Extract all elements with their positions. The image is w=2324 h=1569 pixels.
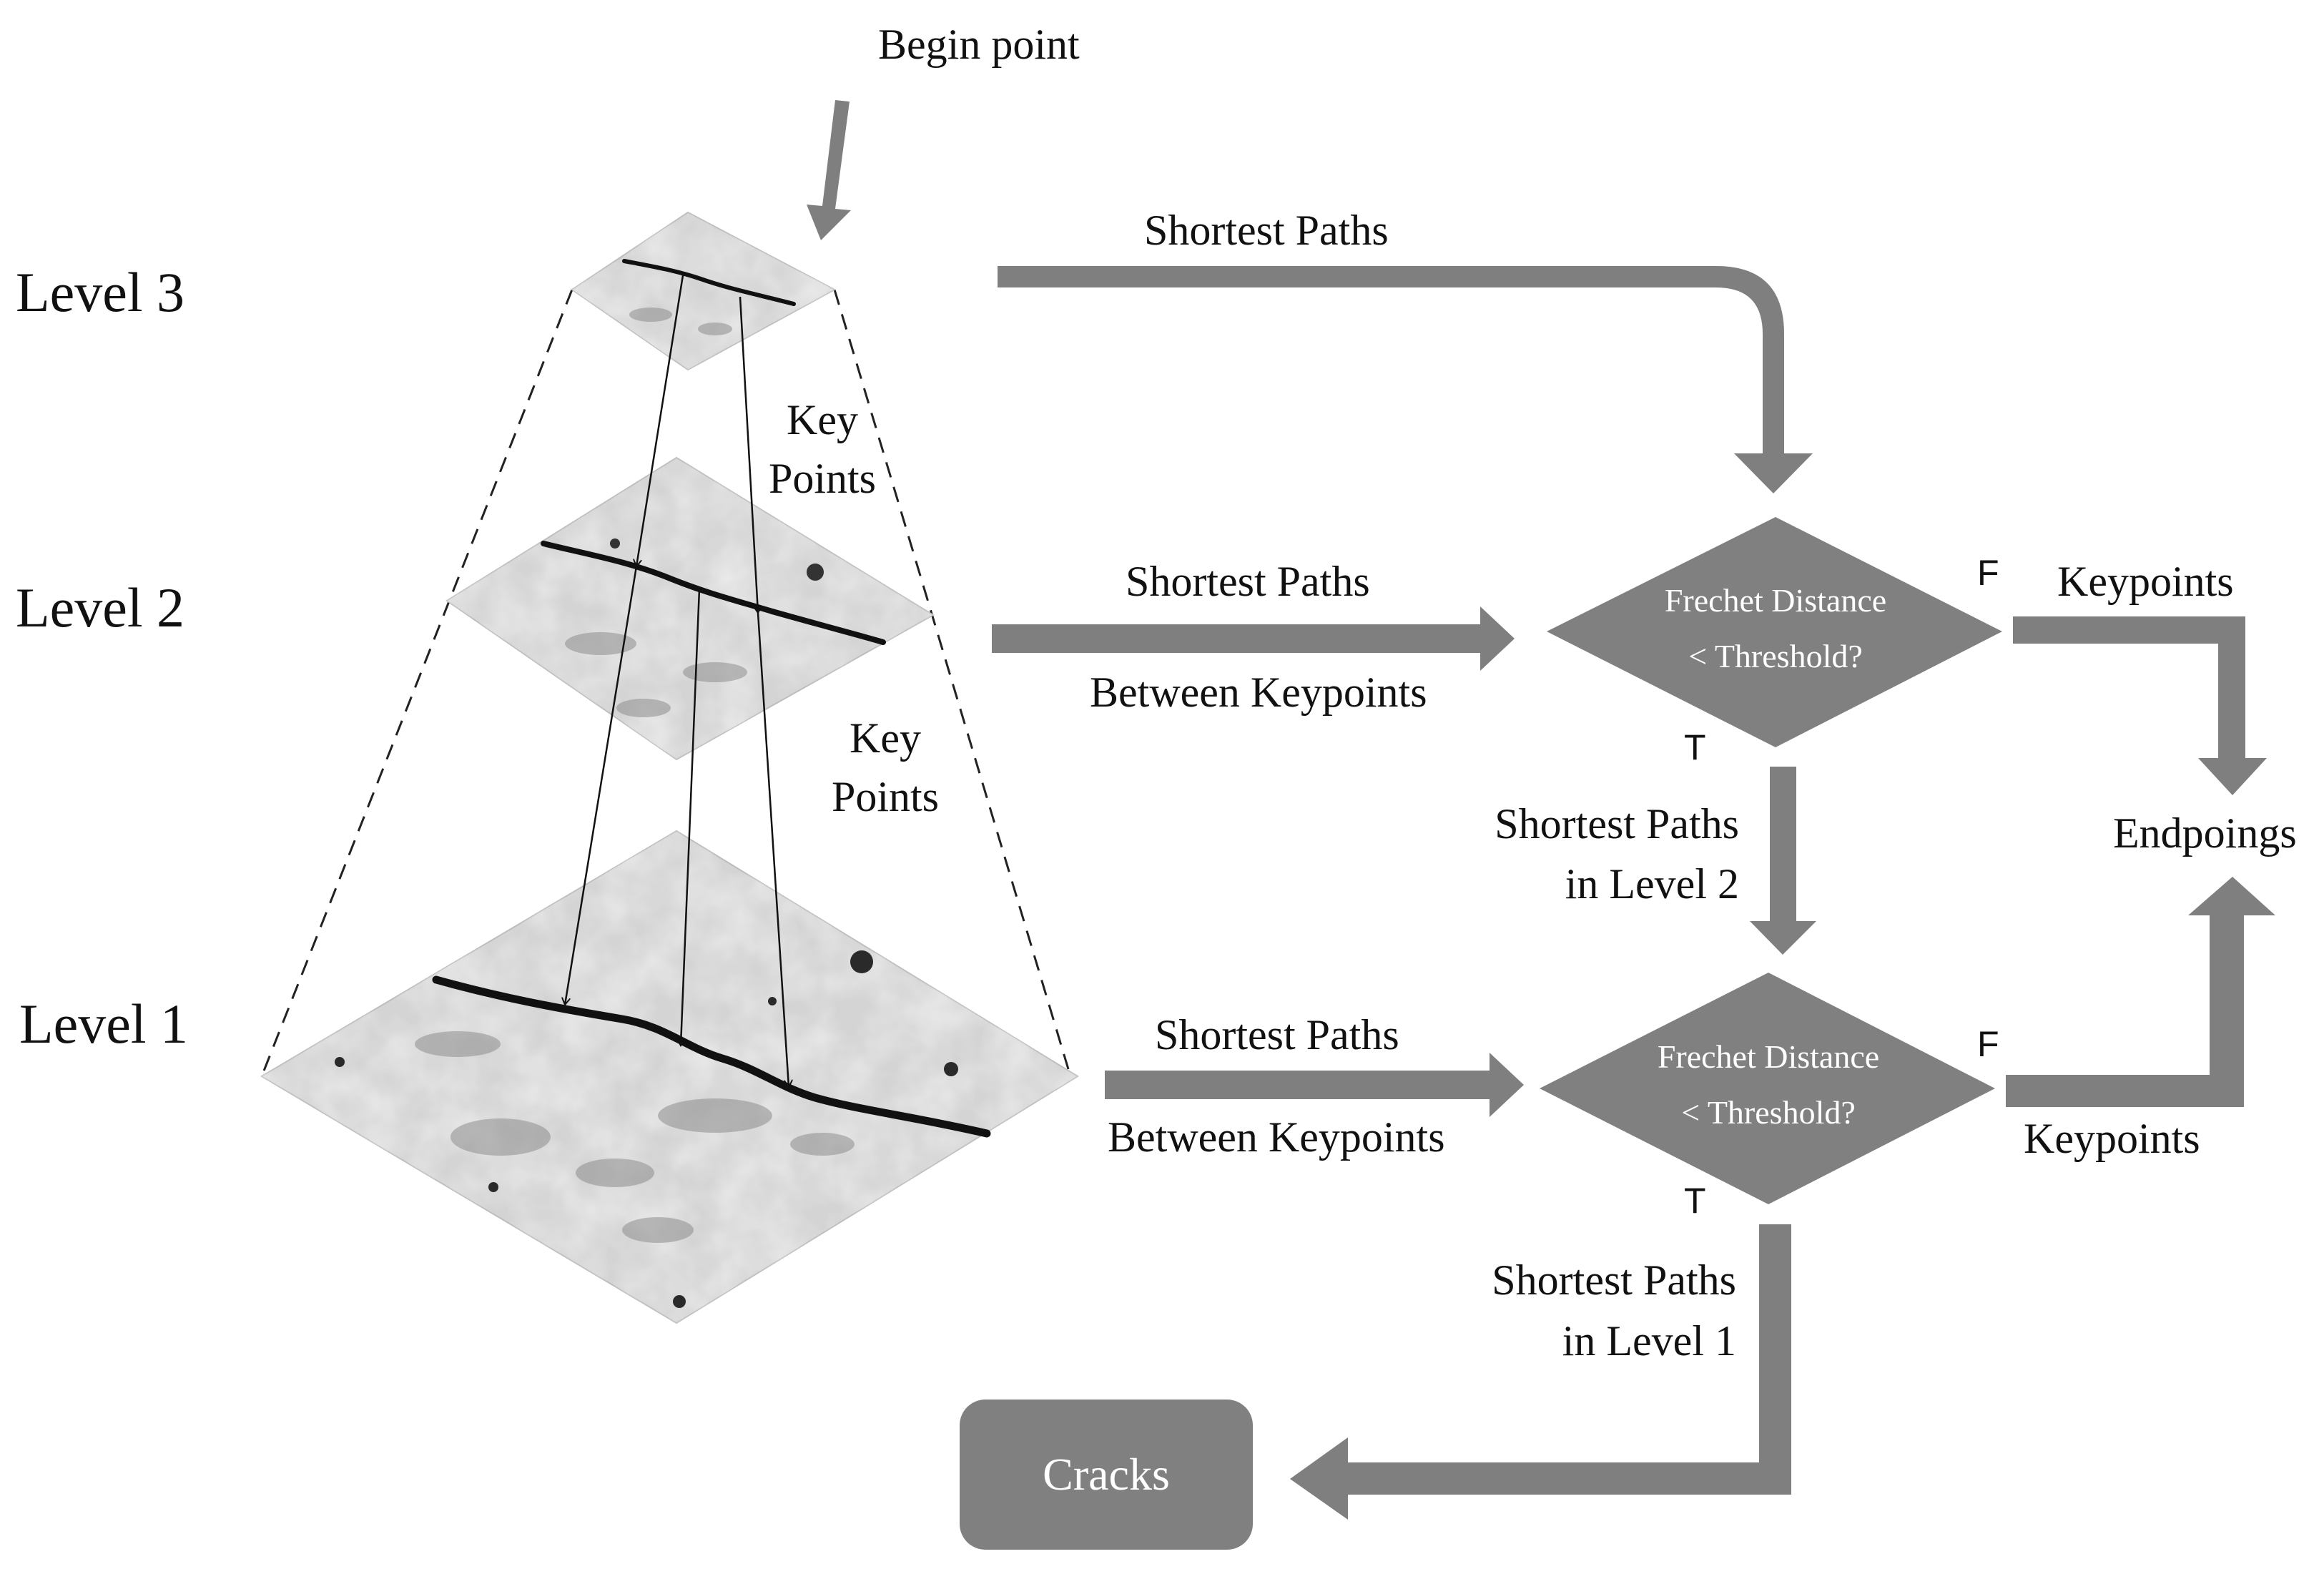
level3-label: Level 3 bbox=[16, 261, 184, 323]
down-arrow-level1 bbox=[1290, 1224, 1791, 1520]
projection-line bbox=[636, 275, 684, 566]
projection-line bbox=[681, 588, 701, 1046]
down-level2-line1: Shortest Paths bbox=[1495, 800, 1739, 847]
key-points-lower-line2: Points bbox=[832, 773, 939, 820]
projection-line bbox=[739, 296, 758, 613]
level2-label: Level 2 bbox=[16, 576, 184, 639]
key-points-lower-line1: Key bbox=[850, 714, 921, 762]
decision-upper-line1: Frechet Distance bbox=[1665, 582, 1886, 619]
level1-shortest-paths-label: Shortest Paths bbox=[1155, 1011, 1399, 1058]
image-pyramid bbox=[260, 211, 1079, 1324]
level2-shortest-paths-label: Shortest Paths bbox=[1126, 558, 1370, 605]
key-points-upper-line1: Key bbox=[787, 396, 858, 443]
level1-image bbox=[260, 830, 1079, 1324]
level2-shortest-paths-arrow bbox=[992, 606, 1515, 671]
level2-between-keypoints-label: Between Keypoints bbox=[1090, 669, 1427, 716]
pyramid-dashed-left bbox=[260, 289, 573, 1077]
level2-crack bbox=[541, 541, 886, 645]
top-shortest-paths-label: Shortest Paths bbox=[1144, 207, 1389, 254]
level3-image bbox=[571, 211, 837, 371]
begin-point-arrow bbox=[807, 100, 851, 240]
endpoints-label: Endpoings bbox=[2113, 810, 2297, 857]
decision-lower-line2: < Threshold? bbox=[1681, 1094, 1856, 1131]
level1-label: Level 1 bbox=[19, 993, 188, 1055]
lower-false-flag: F bbox=[1977, 1024, 1999, 1064]
key-points-upper-line2: Points bbox=[769, 455, 876, 502]
decision-lower: Frechet Distance < Threshold? bbox=[1540, 973, 1995, 1204]
down-level1-line2: in Level 1 bbox=[1562, 1317, 1736, 1364]
decision-upper: Frechet Distance < Threshold? bbox=[1547, 517, 2002, 747]
level1-shortest-paths-arrow bbox=[1105, 1053, 1524, 1117]
pyramid-dashed-right bbox=[833, 289, 1072, 1077]
cracks-label: Cracks bbox=[1043, 1449, 1170, 1500]
down-level2-line2: in Level 2 bbox=[1565, 860, 1739, 908]
level3-shortest-paths-arrow bbox=[998, 266, 1813, 493]
level1-crack bbox=[432, 975, 991, 1138]
upper-false-flag: F bbox=[1977, 553, 1999, 593]
lower-true-flag: T bbox=[1684, 1181, 1706, 1221]
level2-image bbox=[445, 456, 935, 761]
upper-false-arrow bbox=[2013, 616, 2267, 795]
projection-line bbox=[757, 612, 789, 1087]
decision-upper-line2: < Threshold? bbox=[1688, 638, 1863, 674]
keypoints-top-label: Keypoints bbox=[2057, 558, 2234, 605]
lower-false-arrow bbox=[2006, 877, 2275, 1107]
begin-point-label: Begin point bbox=[878, 21, 1080, 68]
down-arrow-level2 bbox=[1750, 767, 1816, 955]
upper-true-flag: T bbox=[1684, 727, 1706, 767]
keypoints-bottom-label: Keypoints bbox=[2024, 1115, 2200, 1162]
decision-lower-line1: Frechet Distance bbox=[1658, 1038, 1879, 1075]
level1-between-keypoints-label: Between Keypoints bbox=[1108, 1113, 1445, 1161]
down-level1-line1: Shortest Paths bbox=[1492, 1256, 1736, 1304]
projection-line bbox=[565, 566, 638, 1005]
level3-crack bbox=[622, 259, 796, 306]
cracks-output-box: Cracks bbox=[960, 1400, 1253, 1550]
